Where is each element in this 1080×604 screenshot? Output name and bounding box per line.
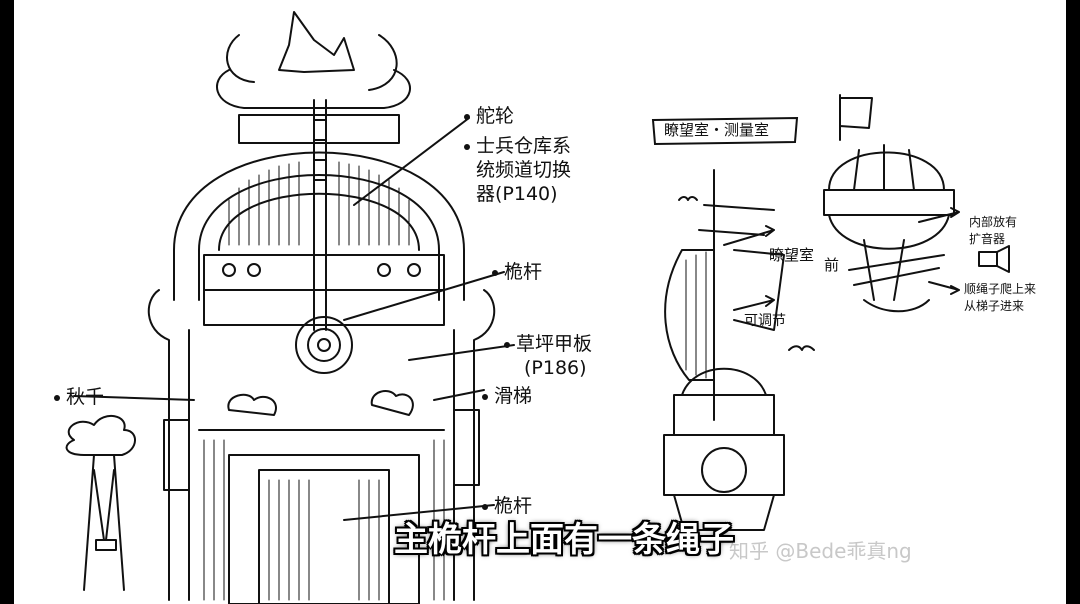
- label-inner-1: 内部放有: [969, 215, 1017, 230]
- label-front: 前: [824, 255, 839, 275]
- label-banner: 瞭望室・测量室: [664, 120, 769, 140]
- label-lawn-text-1: 草坪甲板: [516, 333, 592, 355]
- label-mast-upper: 桅杆: [492, 260, 542, 284]
- label-mast-lower-text: 桅杆: [494, 495, 532, 517]
- label-mast-lower: 桅杆: [482, 494, 532, 518]
- label-lawn-text-2: (P186): [524, 356, 587, 380]
- label-lawn-line1: 草坪甲板: [504, 332, 592, 356]
- ship-sketch-drawing: [14, 0, 1066, 604]
- bullet-icon: [464, 114, 470, 120]
- label-soldier-text-2: 统频道切换: [476, 158, 571, 182]
- bullet-icon: [54, 395, 60, 401]
- label-soldier-line1: 士兵仓库系: [464, 134, 571, 158]
- label-mast-upper-text: 桅杆: [504, 261, 542, 283]
- bullet-icon: [464, 144, 470, 150]
- label-rudder: 舵轮: [464, 104, 514, 128]
- label-swing-text: 秋千: [66, 386, 104, 408]
- label-slide-text: 滑梯: [494, 385, 532, 407]
- bullet-icon: [492, 270, 498, 276]
- label-soldier-text-1: 士兵仓库系: [476, 135, 571, 157]
- bullet-icon: [482, 394, 488, 400]
- video-subtitle: 主桅杆上面有一条绳子: [344, 518, 784, 562]
- bullet-icon: [482, 504, 488, 510]
- label-rope-2: 从梯子进来: [964, 299, 1024, 314]
- sketch-image: 舵轮 士兵仓库系 统频道切换 器(P140) 桅杆 草坪甲板 (P186) 滑梯…: [14, 0, 1066, 604]
- label-rudder-text: 舵轮: [476, 105, 514, 127]
- bullet-icon: [504, 342, 510, 348]
- label-lookout: 瞭望室: [769, 245, 814, 265]
- label-inner-2: 扩音器: [969, 232, 1005, 247]
- label-slide: 滑梯: [482, 384, 532, 408]
- label-adjustable: 可调节: [744, 312, 786, 330]
- label-rope-1: 顺绳子爬上来: [964, 282, 1036, 297]
- label-soldier-text-3: 器(P140): [476, 182, 558, 206]
- label-swing: 秋千: [54, 385, 104, 409]
